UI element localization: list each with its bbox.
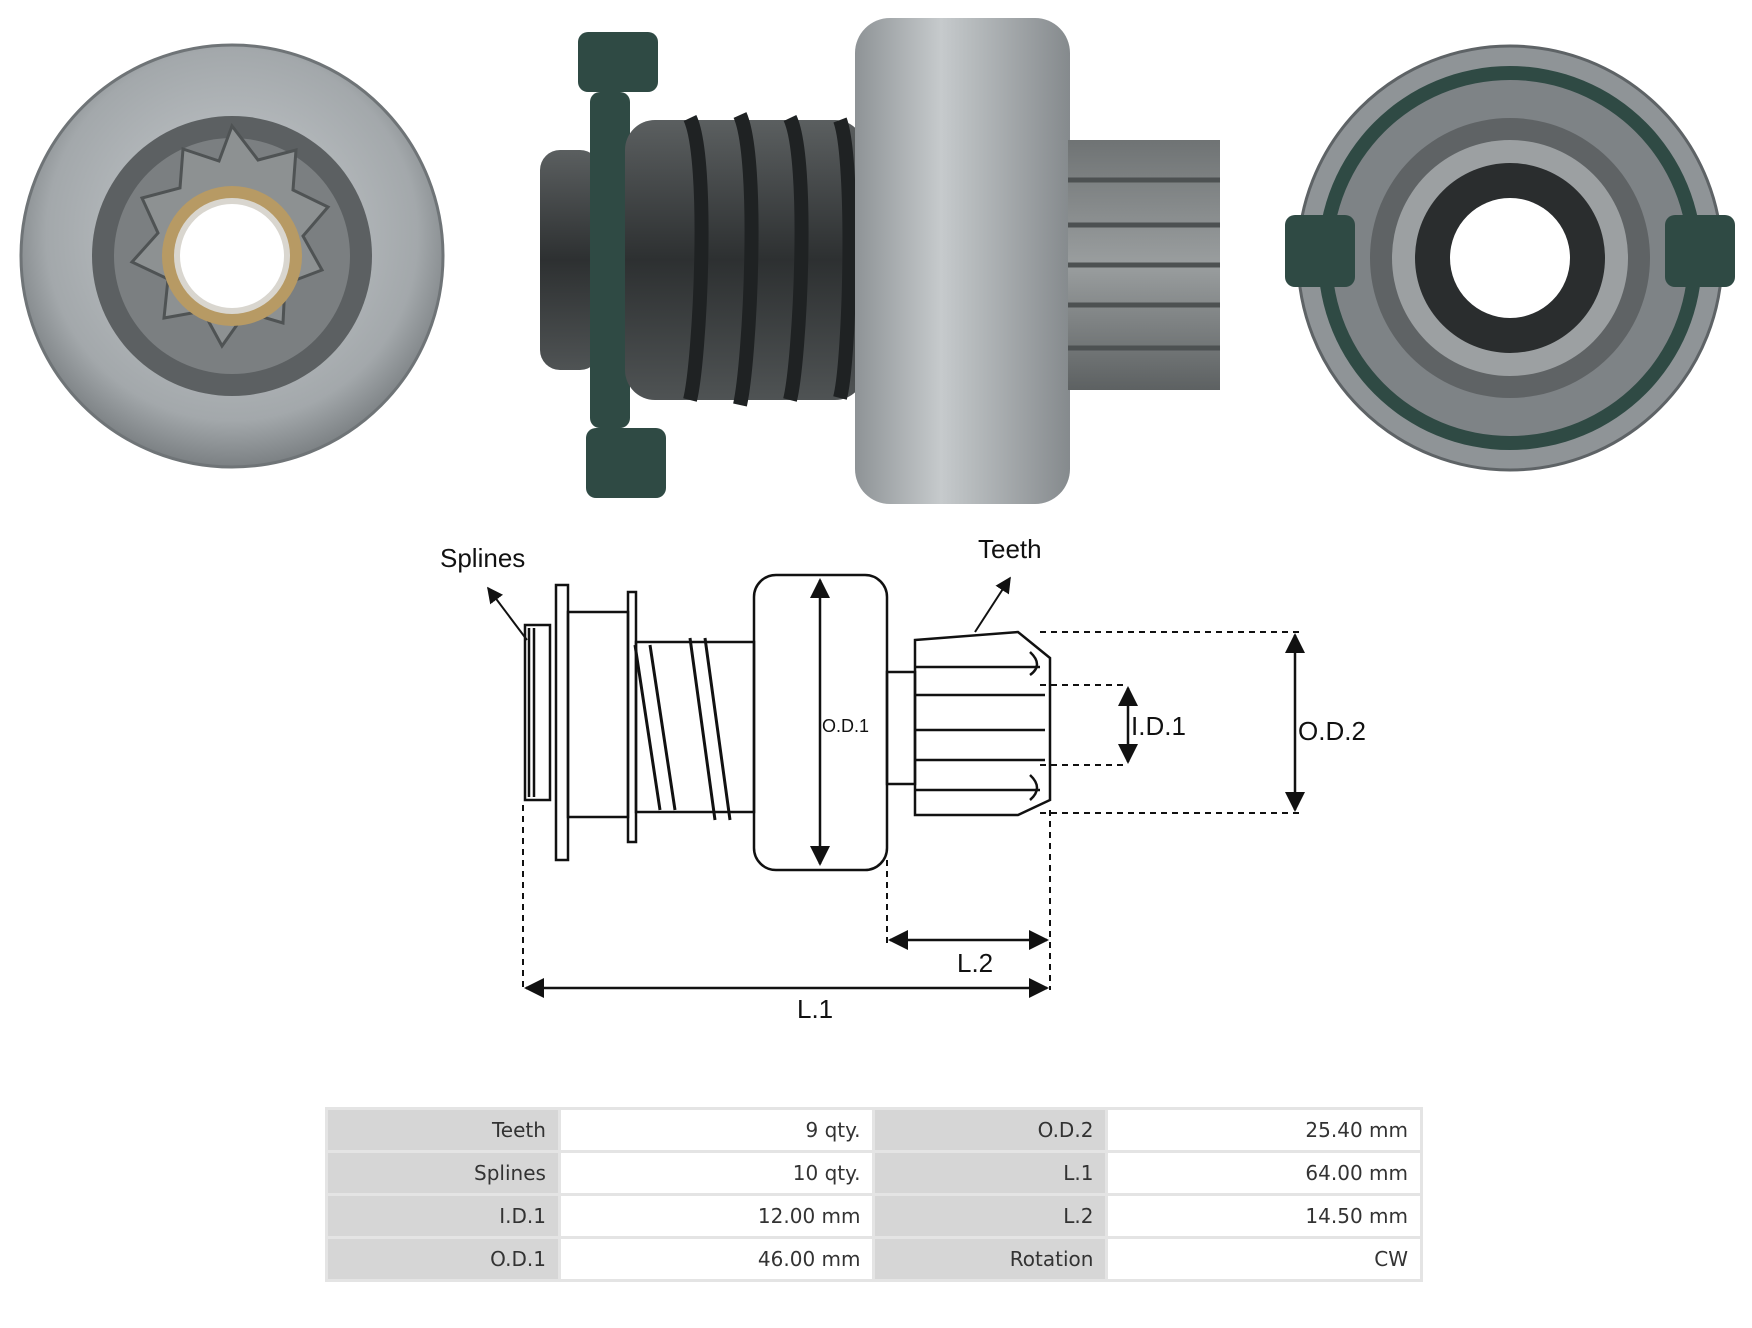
dimension-diagram: Splines Teeth O.D.1 I.D.1 O.D.2 L.2 L.1 <box>440 534 1366 1024</box>
spec-label: Splines <box>328 1153 558 1193</box>
spec-value: 10 qty. <box>560 1153 873 1193</box>
table-row: Splines 10 qty. L.1 64.00 mm <box>328 1153 1420 1193</box>
spec-label: Teeth <box>328 1110 558 1150</box>
od2-label: O.D.2 <box>1298 716 1366 746</box>
table-row: O.D.1 46.00 mm Rotation CW <box>328 1239 1420 1279</box>
spec-label: L.2 <box>875 1196 1106 1236</box>
spec-value: 9 qty. <box>560 1110 873 1150</box>
diagram-spline-shaft <box>523 623 552 802</box>
spec-value: 46.00 mm <box>560 1239 873 1279</box>
product-photos <box>19 18 1735 504</box>
photo-rear-view <box>1285 44 1735 472</box>
pinion-teeth-lines <box>1068 177 1220 351</box>
splines-label: Splines <box>440 543 525 573</box>
spec-label: I.D.1 <box>328 1196 558 1236</box>
photo-front-view <box>19 43 445 469</box>
spec-label: Rotation <box>875 1239 1106 1279</box>
photo-side-view <box>540 18 1220 504</box>
spec-label: O.D.2 <box>875 1110 1106 1150</box>
diagram-collar <box>554 583 570 862</box>
diagram-pinion <box>913 630 1052 817</box>
l1-label: L.1 <box>797 994 833 1024</box>
spec-value: 12.00 mm <box>560 1196 873 1236</box>
spec-value: 14.50 mm <box>1108 1196 1420 1236</box>
spec-label: O.D.1 <box>328 1239 558 1279</box>
od1-label: O.D.1 <box>822 716 869 736</box>
table-row: I.D.1 12.00 mm L.2 14.50 mm <box>328 1196 1420 1236</box>
spec-value: 25.40 mm <box>1108 1110 1420 1150</box>
specs-table: Teeth 9 qty. O.D.2 25.40 mm Splines 10 q… <box>325 1107 1423 1282</box>
spec-value: 64.00 mm <box>1108 1153 1420 1193</box>
l2-label: L.2 <box>957 948 993 978</box>
spec-label: L.1 <box>875 1153 1106 1193</box>
spring-coils <box>683 112 857 407</box>
teeth-label: Teeth <box>978 534 1042 564</box>
table-row: Teeth 9 qty. O.D.2 25.40 mm <box>328 1110 1420 1150</box>
id1-label: I.D.1 <box>1131 711 1186 741</box>
spec-value: CW <box>1108 1239 1420 1279</box>
